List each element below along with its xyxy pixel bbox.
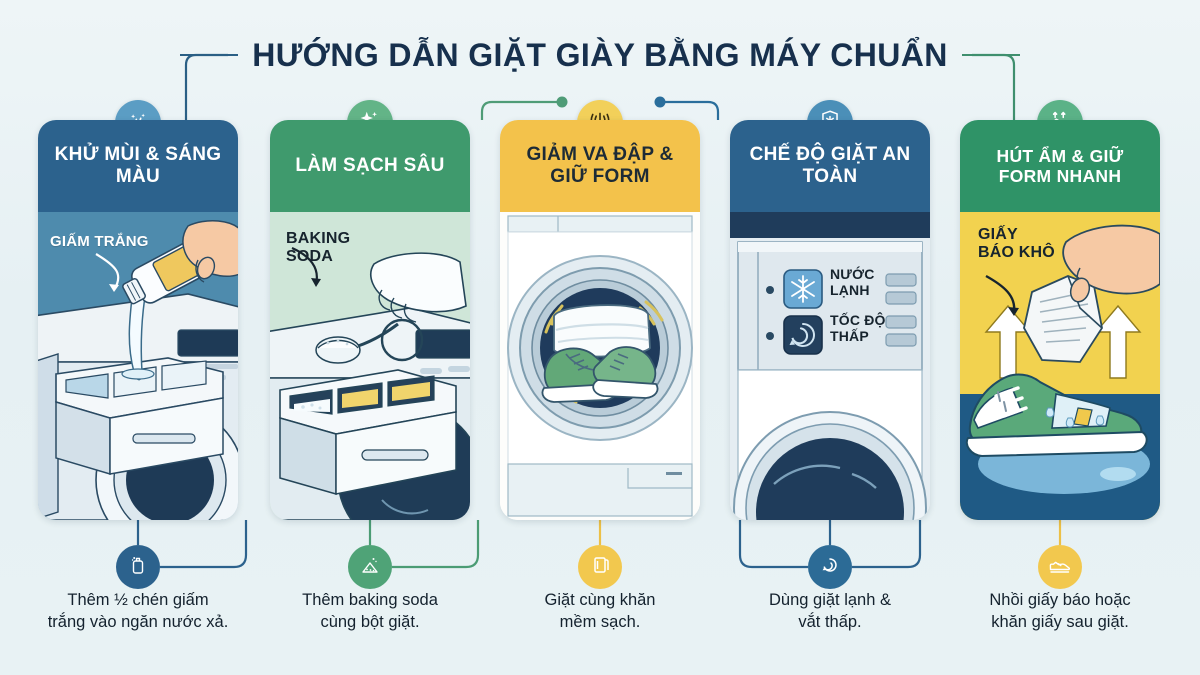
- step-card-4-body: NƯỚC LẠNH TỐC ĐỘ THẤP: [730, 212, 930, 520]
- step-card-3-header: GIẢM VA ĐẬP & GIỮ FORM: [500, 120, 700, 212]
- washing-machine-drum-with-sneakers-and-towel: [500, 212, 700, 520]
- step-caption-5: Nhồi giấy báo hoặc khăn giấy sau giặt.: [989, 591, 1131, 631]
- page-title-row: HƯỚNG DẪN GIẶT GIÀY BẰNG MÁY CHUẨN: [0, 30, 1200, 80]
- step-card-2[interactable]: LÀM SẠCH SÂU: [270, 120, 470, 520]
- step-2-annotation: BAKING SODA: [286, 230, 351, 265]
- setting-label-low-spin: TỐC ĐỘ THẤP: [830, 312, 886, 344]
- hand-spooning-baking-soda-into-drawer: [270, 212, 470, 520]
- hand-pouring-vinegar-into-detergent-drawer: [38, 212, 238, 520]
- step-card-5-body: GIẤY BÁO KHÔ: [960, 212, 1160, 520]
- page-title: HƯỚNG DẪN GIẶT GIÀY BẰNG MÁY CHUẨN: [252, 36, 948, 73]
- step-card-1-body: GIẤM TRẮNG: [38, 212, 238, 520]
- foot-icon-1: [116, 545, 160, 589]
- foot-icon-5: [1038, 545, 1082, 589]
- step-card-3[interactable]: GIẢM VA ĐẬP & GIỮ FORM: [500, 120, 700, 520]
- step-card-5[interactable]: HÚT ẨM & GIỮ FORM NHANH: [960, 120, 1160, 520]
- steps-container: KHỬ MÙI & SÁNG MÀU: [0, 120, 1200, 520]
- spin-spiral-icon: [818, 553, 842, 582]
- step-card-1[interactable]: KHỬ MÙI & SÁNG MÀU: [38, 120, 238, 520]
- step-card-1-header: KHỬ MÙI & SÁNG MÀU: [38, 120, 238, 212]
- towel-icon: [588, 553, 612, 582]
- step-card-5-header: HÚT ẨM & GIỮ FORM NHANH: [960, 120, 1160, 212]
- step-heading: CHẾ ĐỘ GIẶT AN TOÀN: [749, 143, 911, 187]
- title-rule-left: [180, 54, 239, 56]
- step-caption-4: Dùng giặt lạnh & vắt thấp.: [768, 591, 891, 631]
- step-1-annotation: GIẤM TRẮNG: [50, 233, 149, 250]
- powder-pile-icon: [358, 553, 382, 582]
- detergent-bottle-icon: [126, 553, 150, 582]
- step-card-4-header: CHẾ ĐỘ GIẶT AN TOÀN: [730, 120, 930, 212]
- foot-icon-3: [578, 545, 622, 589]
- hand-stuffing-newspaper-into-wet-sneaker: [960, 212, 1160, 520]
- foot-icon-2: [348, 545, 392, 589]
- step-heading: HÚT ẨM & GIỮ FORM NHANH: [996, 145, 1124, 186]
- setting-label-cold-water: NƯỚC LẠNH: [830, 266, 875, 298]
- washing-machine-control-panel: [730, 212, 930, 520]
- step-caption-3: Giặt cùng khăn mềm sạch.: [544, 591, 656, 631]
- step-caption-2: Thêm baking soda cùng bột giặt.: [302, 591, 438, 631]
- step-card-2-header: LÀM SẠCH SÂU: [270, 120, 470, 212]
- foot-icon-4: [808, 545, 852, 589]
- title-rule-right: [961, 54, 1020, 56]
- sneaker-icon: [1048, 553, 1072, 582]
- step-5-annotation: GIẤY BÁO KHÔ: [978, 226, 1055, 261]
- step-caption-1: Thêm ½ chén giấm trắng vào ngăn nước xả.: [47, 591, 229, 631]
- step-heading: GIẢM VA ĐẬP & GIỮ FORM: [526, 143, 674, 187]
- step-card-3-body: [500, 212, 700, 520]
- step-heading: LÀM SẠCH SÂU: [295, 154, 445, 176]
- step-card-4[interactable]: CHẾ ĐỘ GIẶT AN TOÀN: [730, 120, 930, 520]
- step-heading: KHỬ MÙI & SÁNG MÀU: [54, 143, 222, 187]
- step-card-2-body: BAKING SODA: [270, 212, 470, 520]
